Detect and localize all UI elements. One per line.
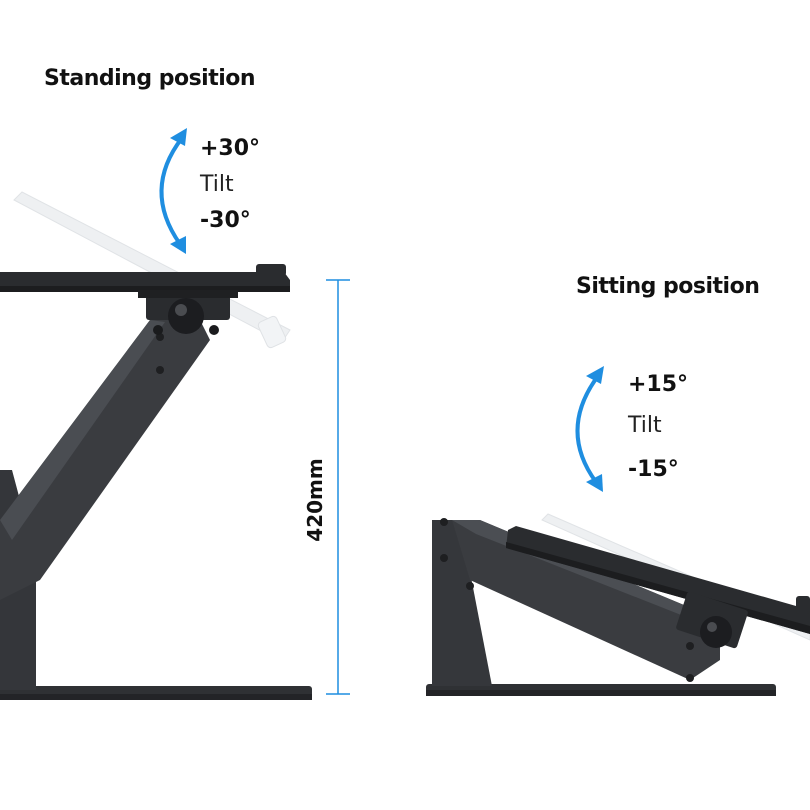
standing-arm [0, 320, 210, 600]
standing-tilt-down-label: -30° [200, 208, 251, 233]
sitting-leg [432, 520, 492, 686]
sitting-heading: Sitting position [576, 274, 760, 299]
standing-ghost-clip [257, 315, 287, 349]
standing-tilt-label: Tilt [200, 172, 234, 197]
sitting-stand [426, 513, 810, 696]
height-dimension-label: 420mm [303, 458, 327, 542]
sitting-tray-lip [796, 596, 810, 614]
sitting-tilt-arrow [575, 366, 604, 492]
height-dimension-line [326, 279, 350, 695]
sitting-tilt-down-label: -15° [628, 457, 679, 482]
standing-heading: Standing position [44, 66, 256, 91]
standing-hinge-knob [168, 298, 204, 334]
standing-screw [156, 366, 164, 374]
sitting-tilt-label: Tilt [628, 413, 662, 438]
standing-stand [0, 191, 312, 700]
sitting-tilt-up-label: +15° [628, 372, 689, 397]
standing-tilt-arrow [159, 128, 187, 254]
sitting-arm [452, 520, 720, 680]
sitting-hinge-knob [700, 616, 732, 648]
standing-tray-lip [256, 264, 286, 276]
standing-tilt-up-label: +30° [200, 136, 261, 161]
